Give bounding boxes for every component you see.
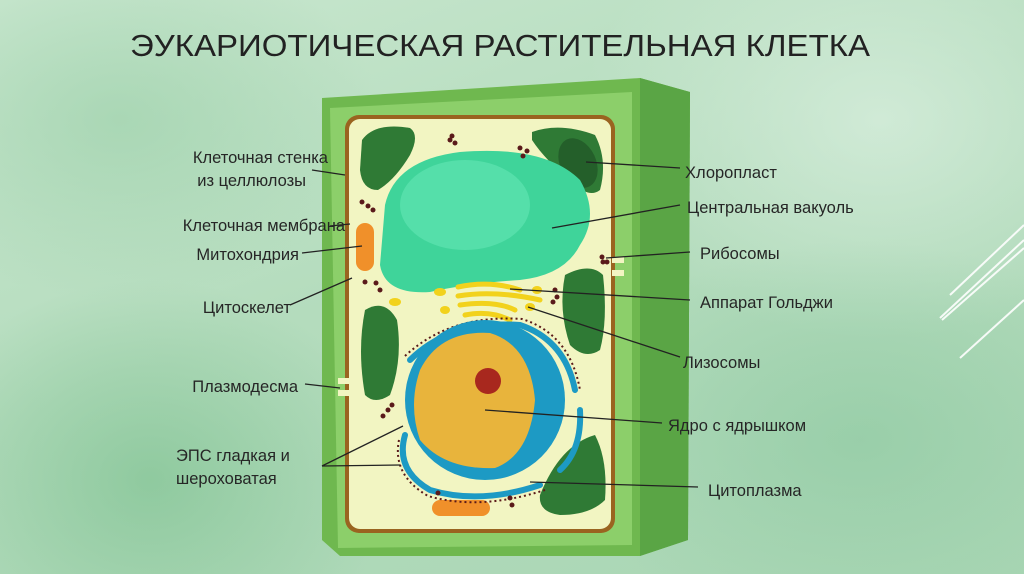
lysosomes [389, 286, 542, 314]
nucleolus [475, 368, 501, 394]
leader-lines [289, 161, 699, 488]
label-nucleus: Ядро с ядрышком [668, 417, 806, 435]
nucleus [414, 332, 535, 469]
slide-title: ЭУКАРИОТИЧЕСКАЯ РАСТИТЕЛЬНАЯ КЛЕТКА [130, 28, 870, 63]
mitochondria [356, 223, 490, 516]
label-golgi: Аппарат Гольджи [700, 294, 833, 312]
label-chloroplast: Хлоропласт [685, 164, 777, 182]
label-cell-wall: Клеточная стенка [193, 149, 329, 167]
label-plasmodesma: Плазмодесма [192, 378, 299, 396]
label-er: ЭПС гладкая и [176, 447, 290, 465]
decorative-lines [939, 224, 1024, 359]
label-cell-wall-2: из целлюлозы [197, 172, 306, 190]
label-vacuole: Центральная вакуоль [687, 199, 854, 217]
label-cytoplasm: Цитоплазма [708, 482, 802, 500]
label-lysosomes: Лизосомы [683, 354, 760, 372]
label-ribosomes: Рибосомы [700, 245, 780, 263]
label-cytoskeleton: Цитоскелет [203, 299, 292, 317]
label-mitochondria: Митохондрия [196, 246, 299, 264]
label-membrane: Клеточная мембрана [183, 217, 346, 235]
label-er-2: шероховатая [176, 470, 277, 488]
golgi-apparatus [455, 281, 543, 323]
plasmodesma [338, 257, 624, 396]
ribosomes [359, 133, 610, 508]
